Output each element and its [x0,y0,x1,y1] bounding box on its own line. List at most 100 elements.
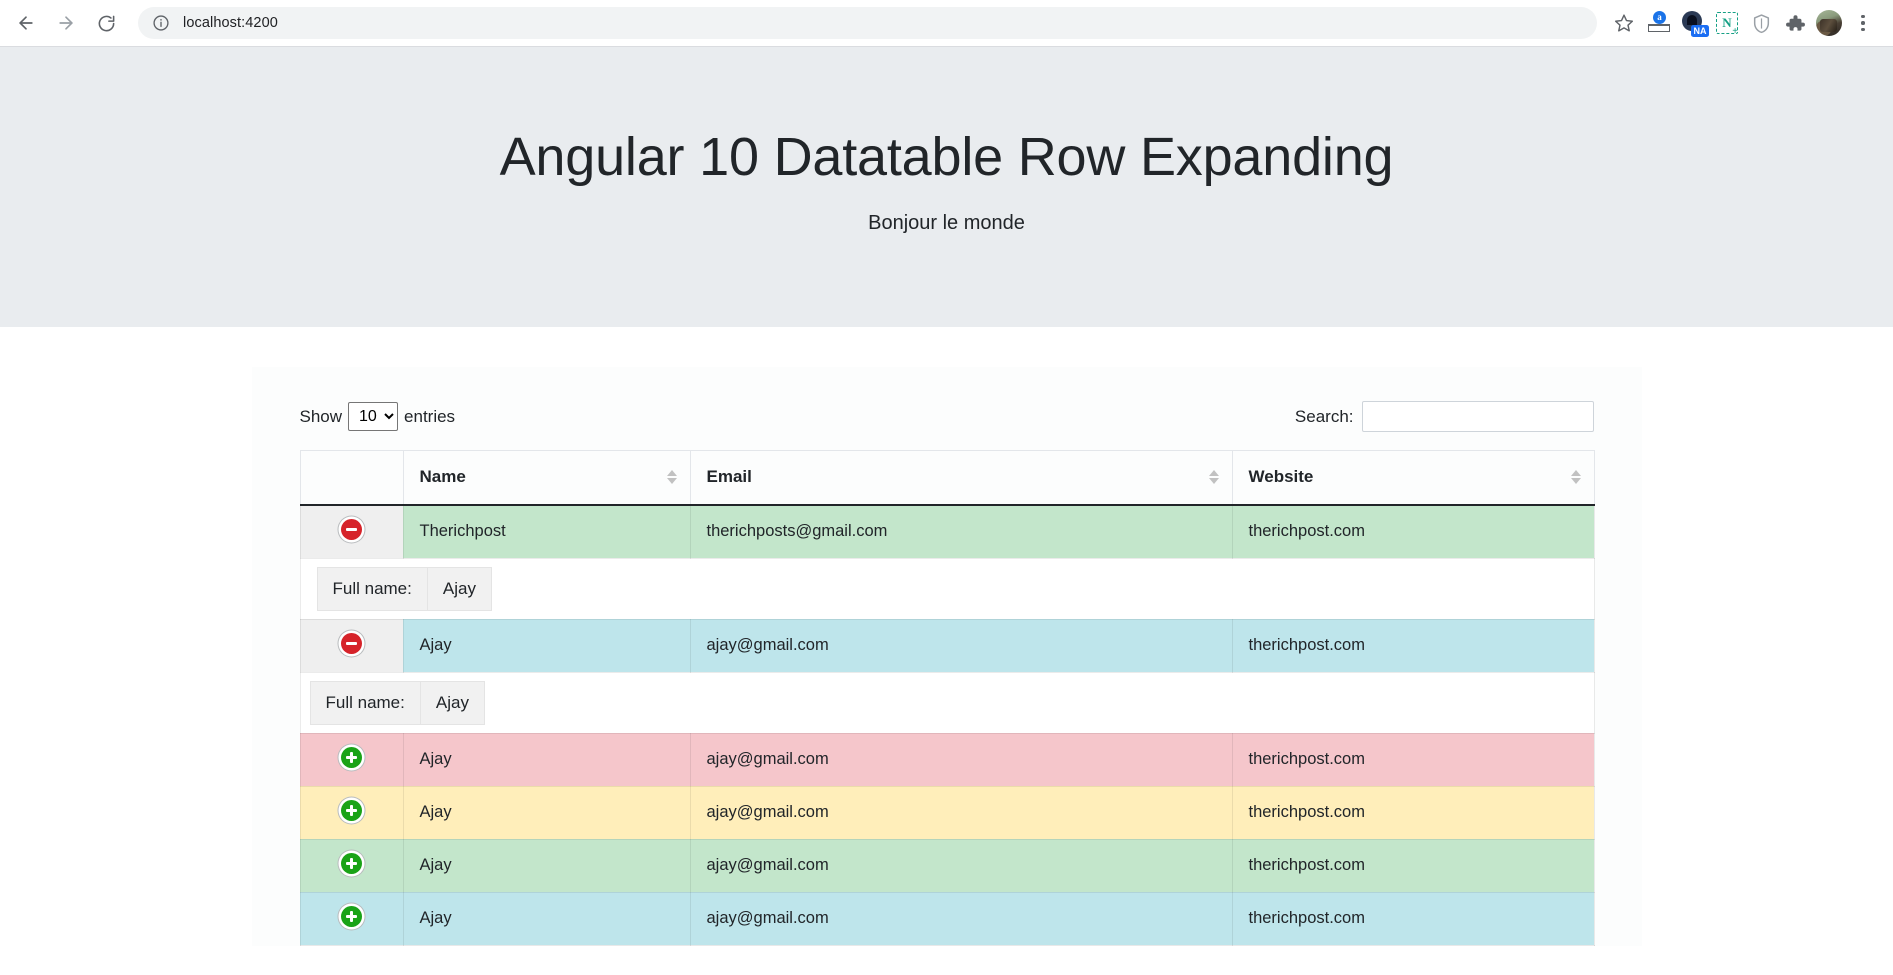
cell-website: therichpost.com [1231,785,1595,840]
cell-email: therichposts@gmail.com [689,504,1233,559]
notion-n-icon[interactable]: N+ [1711,7,1743,39]
show-label: Show [299,406,343,426]
shield-icon[interactable] [1745,7,1777,39]
row-expand-cell[interactable] [299,732,404,787]
back-arrow-icon[interactable] [8,5,44,41]
cell-name: Ajay [402,785,691,840]
row-expand-cell[interactable] [299,891,404,946]
detail-value: Ajay [426,566,492,611]
sort-arrows-icon[interactable] [1570,470,1581,485]
cell-name: Ajay [402,732,691,787]
cell-website: therichpost.com [1231,504,1595,559]
table-head: Name Email Website [299,450,1595,506]
cell-email: ajay@gmail.com [689,838,1233,893]
search-input[interactable] [1361,401,1594,432]
table-row[interactable]: Ajay ajay@gmail.com therichpost.com [299,785,1595,840]
column-header-name[interactable]: Name [402,450,691,506]
table-row[interactable]: Ajay ajay@gmail.com therichpost.com [299,732,1595,787]
browser-action-icons: a NA N+ [1607,6,1879,40]
detail-wrapper: Full name: Ajay [301,559,1594,619]
cell-name: Ajay [402,618,691,673]
avatar-image [1816,10,1842,36]
table-row[interactable]: Therichpost therichposts@gmail.com theri… [299,504,1595,559]
expand-row-icon[interactable] [341,852,362,874]
na-extension-glyph: NA [1681,11,1709,37]
cell-email: ajay@gmail.com [689,732,1233,787]
navigation-buttons [8,5,124,41]
table-row-detail: Full name: Ajay [299,557,1595,620]
column-header-email[interactable]: Email [689,450,1233,506]
cell-email: ajay@gmail.com [689,891,1233,946]
forward-arrow-icon[interactable] [48,5,84,41]
grammar-ruler-glyph: a [1648,11,1670,34]
cell-email: ajay@gmail.com [689,618,1233,673]
page-hero: Angular 10 Datatable Row Expanding Bonjo… [0,47,1893,327]
notion-n-glyph: N+ [1716,12,1738,37]
detail-row: Full name: Ajay [316,566,492,611]
sort-arrows-icon[interactable] [666,470,677,485]
column-header-email-label: Email [706,467,752,487]
page-length-select[interactable]: 10 [348,402,399,431]
detail-table: Full name: Ajay [316,566,492,611]
cell-website: therichpost.com [1231,891,1595,946]
page-subtitle: Bonjour le monde [868,211,1025,234]
collapse-row-icon[interactable] [341,518,362,540]
detail-wrapper: Full name: Ajay [301,673,1594,733]
datatable-controls: Show 10 entries Search: [300,401,1594,432]
puzzle-piece-icon[interactable] [1779,7,1811,39]
detail-table: Full name: Ajay [309,680,485,725]
datatable-card: Show 10 entries Search: Name [251,367,1642,946]
row-expand-cell[interactable] [299,618,404,673]
row-expand-cell[interactable] [299,838,404,893]
table-header-row: Name Email Website [299,450,1595,506]
column-header-website[interactable]: Website [1231,450,1595,506]
page-viewport: Angular 10 Datatable Row Expanding Bonjo… [0,47,1893,975]
column-header-name-label: Name [419,467,466,487]
page-length-control: Show 10 entries [299,402,456,431]
cell-name: Ajay [402,838,691,893]
cell-website: therichpost.com [1231,838,1595,893]
grammar-ruler-icon[interactable]: a [1643,7,1675,39]
cell-website: therichpost.com [1231,618,1595,673]
kebab-menu-icon[interactable] [1847,7,1879,39]
column-header-website-label: Website [1248,467,1314,487]
url-text: localhost:4200 [183,15,278,31]
expand-row-icon[interactable] [341,905,362,927]
detail-value: Ajay [419,680,485,725]
data-table: Name Email Website [299,450,1595,946]
collapse-row-icon[interactable] [341,632,362,654]
na-badge-label: NA [1691,25,1709,37]
cell-website: therichpost.com [1231,732,1595,787]
kebab-glyph [1861,14,1865,32]
cell-email: ajay@gmail.com [689,785,1233,840]
star-icon[interactable] [1607,6,1641,40]
entries-label: entries [404,406,456,426]
search-label: Search: [1294,406,1354,426]
detail-cell: Full name: Ajay [299,671,1595,734]
table-row[interactable]: Ajay ajay@gmail.com therichpost.com [299,838,1595,893]
site-info-icon[interactable] [152,14,170,32]
detail-cell: Full name: Ajay [299,557,1595,620]
expand-row-icon[interactable] [341,746,362,768]
search-control: Search: [1295,401,1594,432]
sort-arrows-icon[interactable] [1208,470,1219,485]
cell-name: Ajay [402,891,691,946]
table-row[interactable]: Ajay ajay@gmail.com therichpost.com [299,618,1595,673]
expand-row-icon[interactable] [341,799,362,821]
page-title: Angular 10 Datatable Row Expanding [499,127,1394,187]
detail-row: Full name: Ajay [309,680,485,725]
avatar[interactable] [1813,7,1845,39]
reload-icon[interactable] [88,5,124,41]
table-row-detail: Full name: Ajay [299,671,1595,734]
row-expand-cell[interactable] [299,504,404,559]
table-body: Therichpost therichposts@gmail.com theri… [299,504,1595,946]
browser-toolbar: localhost:4200 a NA N+ [0,0,1893,47]
detail-key: Full name: [316,566,428,611]
address-bar[interactable]: localhost:4200 [138,7,1597,39]
table-row[interactable]: Ajay ajay@gmail.com therichpost.com [299,891,1595,946]
row-expand-cell[interactable] [299,785,404,840]
detail-key: Full name: [309,680,421,725]
cell-name: Therichpost [402,504,691,559]
na-extension-icon[interactable]: NA [1677,7,1709,39]
column-header-control[interactable] [299,450,404,506]
